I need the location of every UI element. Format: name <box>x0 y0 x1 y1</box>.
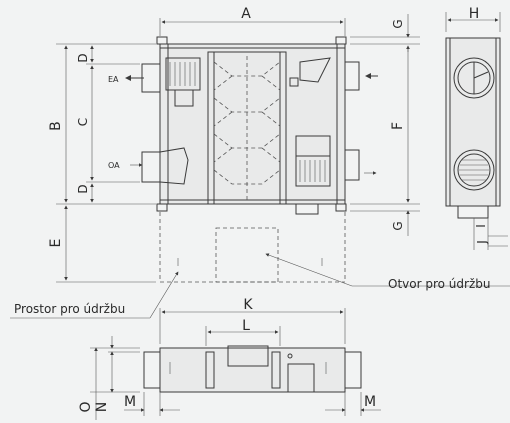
dim-N: N <box>94 402 110 412</box>
dim-J: J <box>475 240 489 245</box>
dim-C: C <box>76 118 90 126</box>
dim-D-top: D <box>76 53 90 62</box>
mount-bracket <box>156 203 168 212</box>
dim-I: I <box>474 224 488 228</box>
oa-label: OA <box>108 161 120 170</box>
oa-filter-hood <box>159 147 189 185</box>
bypass-damper <box>299 57 331 83</box>
upper-port-circle <box>453 57 495 99</box>
mount-bracket <box>335 203 347 212</box>
dim-E: E <box>48 239 64 248</box>
service-opening-outline <box>215 227 279 283</box>
dim-G-bottom: G <box>391 221 405 230</box>
ra-duct <box>344 61 360 91</box>
top-body <box>159 347 346 393</box>
dim-K: K <box>243 297 253 313</box>
side-drain <box>457 205 489 219</box>
heat-exchanger <box>207 51 287 205</box>
dim-M-right: M <box>364 394 376 410</box>
dim-D-bottom: D <box>76 184 90 193</box>
front-view: EA OA <box>108 36 378 215</box>
supply-fan <box>295 135 331 187</box>
drain-fitting <box>295 203 319 215</box>
dim-F: F <box>390 122 406 130</box>
lower-port-circle <box>453 149 495 191</box>
control-panel <box>287 363 315 393</box>
service-area: Otvor pro údržbu Prostor pro údržbu <box>10 212 510 319</box>
dim-A: A <box>241 6 251 22</box>
oa-duct <box>141 151 161 183</box>
dim-M-left: M <box>124 394 136 410</box>
side-view: H I J <box>445 6 508 250</box>
service-opening-label: Otvor pro údržbu <box>388 277 490 291</box>
dim-B: B <box>48 121 64 131</box>
front-dimensions: A B D C D E F G G <box>48 6 420 283</box>
top-duct-left <box>143 351 161 389</box>
top-view: K L M M N O <box>78 297 381 420</box>
dim-L: L <box>242 318 250 334</box>
mount-bracket <box>335 36 347 45</box>
dim-O: O <box>78 401 94 412</box>
unit-body <box>159 43 346 205</box>
dim-G-top: G <box>391 19 405 28</box>
top-duct-right <box>344 351 362 389</box>
mount-bracket <box>156 36 168 45</box>
service-space-label: Prostor pro údržbu <box>14 302 125 316</box>
sa-duct <box>344 149 360 181</box>
control-box <box>289 77 299 87</box>
exhaust-fan <box>165 57 201 107</box>
ea-duct <box>141 63 161 93</box>
ea-label: EA <box>108 75 119 84</box>
access-panel <box>227 345 269 367</box>
dim-H: H <box>469 6 480 22</box>
side-body <box>445 37 501 207</box>
